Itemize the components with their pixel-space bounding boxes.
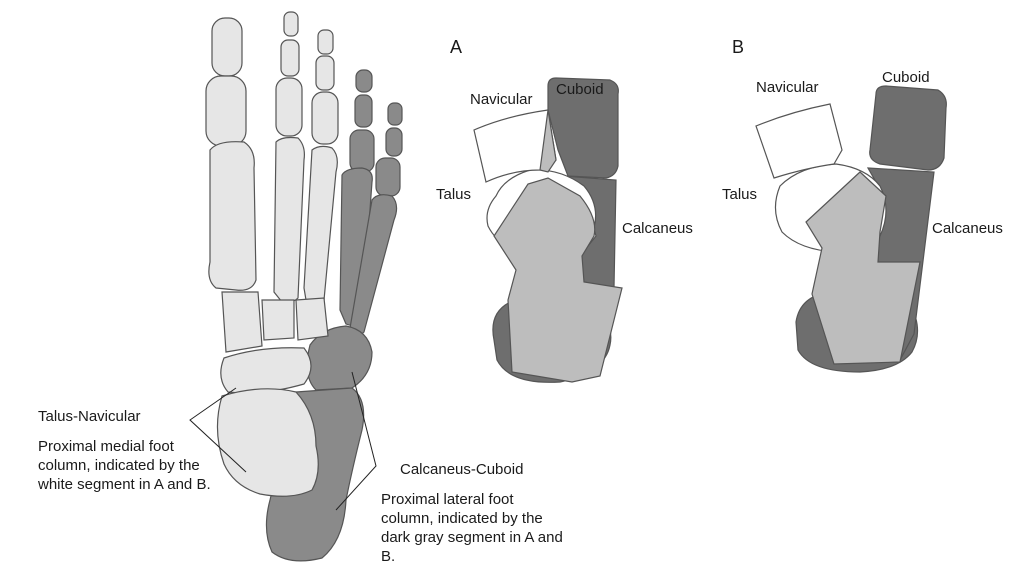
panel-b-letter: B <box>732 37 744 57</box>
panel-a-letter: A <box>450 37 462 57</box>
calcaneus-cuboid-description: Proximal lateral foot column, indicated … <box>381 490 566 566</box>
panel-a: A Cuboid Navicular Talus Calcaneus <box>436 37 693 382</box>
panel-a-label-talus: Talus <box>436 186 471 203</box>
panel-a-label-cuboid: Cuboid <box>556 81 604 98</box>
calcaneus-cuboid-title: Calcaneus-Cuboid <box>400 460 523 479</box>
navicular-bone <box>221 348 311 393</box>
panel-b-label-navicular: Navicular <box>756 79 819 96</box>
panel-b-label-cuboid: Cuboid <box>882 69 930 86</box>
panel-b: B Cuboid Navicular Talus Calcaneus <box>722 37 1003 372</box>
panel-b-label-talus: Talus <box>722 186 757 203</box>
talus-navicular-title: Talus-Navicular <box>38 407 141 426</box>
panel-b-label-calcaneus: Calcaneus <box>932 220 1003 237</box>
talus-navicular-description: Proximal medial foot column, indicated b… <box>38 437 213 494</box>
panel-a-label-calcaneus: Calcaneus <box>622 220 693 237</box>
talus-bone <box>217 389 318 496</box>
panel-a-label-navicular: Navicular <box>470 91 533 108</box>
panel-b-cuboid-segment <box>870 86 947 170</box>
foot-skeleton-illustration <box>190 12 402 561</box>
